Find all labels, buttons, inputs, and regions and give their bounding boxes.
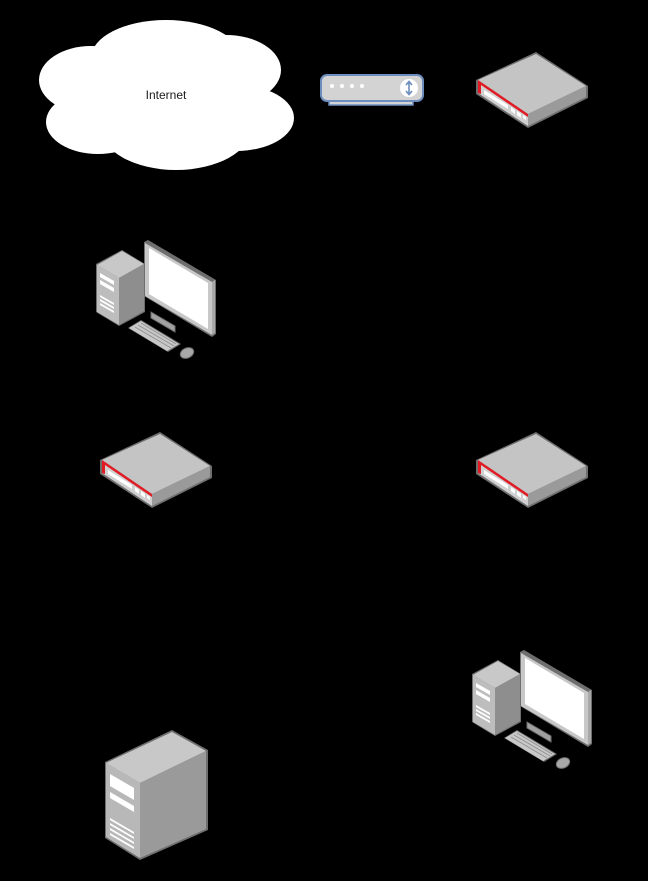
router-icon xyxy=(476,432,588,508)
server-bottom-left[interactable] xyxy=(104,730,208,860)
router-middle-right[interactable] xyxy=(474,430,590,510)
modem-icon xyxy=(320,74,424,106)
router-icon xyxy=(476,52,588,128)
workstation-top-left[interactable] xyxy=(95,240,217,362)
workstation-bottom-right[interactable] xyxy=(471,650,593,772)
cloud-icon xyxy=(39,20,294,170)
router-middle-left[interactable] xyxy=(98,430,214,510)
internet-cloud[interactable]: Internet xyxy=(36,18,296,172)
router-icon xyxy=(100,432,212,508)
modem[interactable] xyxy=(320,74,424,108)
workstation-icon xyxy=(96,240,216,359)
server-icon xyxy=(105,730,208,860)
router-top-right[interactable] xyxy=(474,50,590,130)
workstation-icon xyxy=(472,650,592,769)
